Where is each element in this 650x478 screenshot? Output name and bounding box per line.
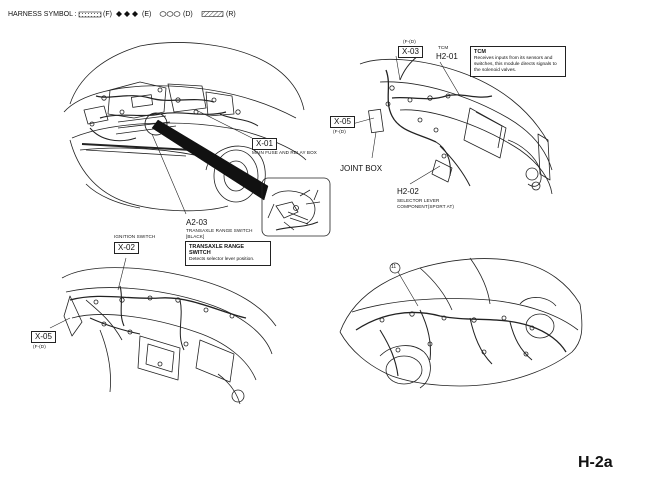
- connector-h202-caption: SELECTOR LEVER COMPONENT(SPORT AT): [397, 198, 455, 209]
- legend-symbol-front: [78, 11, 102, 18]
- car-view-marker: 11: [391, 264, 397, 270]
- legend-label-dash: (D): [183, 11, 193, 18]
- legend-label-front: (F): [103, 11, 112, 18]
- connector-h202-code: H2-02: [397, 187, 419, 196]
- connector-x05-right-code: X-05: [330, 116, 355, 128]
- dashboard-right-illustration: [351, 55, 553, 195]
- legend-symbols: [78, 11, 224, 18]
- transaxle-switch-detail-callout: [261, 177, 331, 237]
- tcm-info-description: Receives inputs from its sensors and swi…: [474, 56, 557, 73]
- legend-symbol-rear: [201, 11, 224, 17]
- connector-x05-right-tag: (F-(D): [333, 129, 346, 134]
- page-id: H-2a: [578, 454, 613, 471]
- connector-a203-caption: TRANSAXLE RANGE SWITCH: [186, 228, 253, 233]
- tcm-info: TCM Receives inputs from its sensors and…: [470, 46, 566, 77]
- legend-label-engine: (E): [142, 11, 152, 18]
- connector-x03-tag: (F-(D): [403, 39, 416, 44]
- car-body-illustration: [339, 257, 583, 389]
- info-description: Detects selector lever position.: [189, 257, 255, 262]
- legend-title: HARNESS SYMBOL :: [8, 11, 77, 18]
- tcm-code: H2-01: [436, 52, 458, 61]
- transaxle-range-switch-info: TRANSAXLE RANGE SWITCH Detects selector …: [185, 241, 271, 266]
- legend-symbol-dash: [159, 11, 181, 17]
- legend-label-rear: (R): [226, 11, 236, 18]
- connector-a203-color: [BLACK]: [186, 234, 205, 239]
- legend-symbol-engine: [116, 11, 138, 17]
- detail-callout-wedge: [151, 119, 269, 201]
- info-title: TRANSAXLE RANGE SWITCH: [189, 244, 245, 256]
- tcm-info-title: TCM: [474, 49, 486, 55]
- connector-x05-left-code: X-05: [31, 331, 56, 343]
- connector-x02-caption: IGNITION SWITCH: [114, 234, 156, 239]
- engine-compartment-illustration: [63, 42, 307, 215]
- tcm-label: TCM: [438, 45, 449, 50]
- dashboard-left-illustration: [49, 257, 277, 405]
- connector-a203-code: A2-03: [186, 218, 208, 227]
- connector-x05-left-tag: (F-(D): [33, 344, 46, 349]
- joint-box-label: JOINT BOX: [340, 164, 383, 173]
- connector-x02-code: X-02: [114, 242, 139, 254]
- connector-x01-caption: MAIN FUSE AND RELAY BOX: [252, 150, 317, 155]
- connector-x01-code: X-01: [252, 138, 277, 150]
- connector-x03-code: X-03: [398, 46, 423, 58]
